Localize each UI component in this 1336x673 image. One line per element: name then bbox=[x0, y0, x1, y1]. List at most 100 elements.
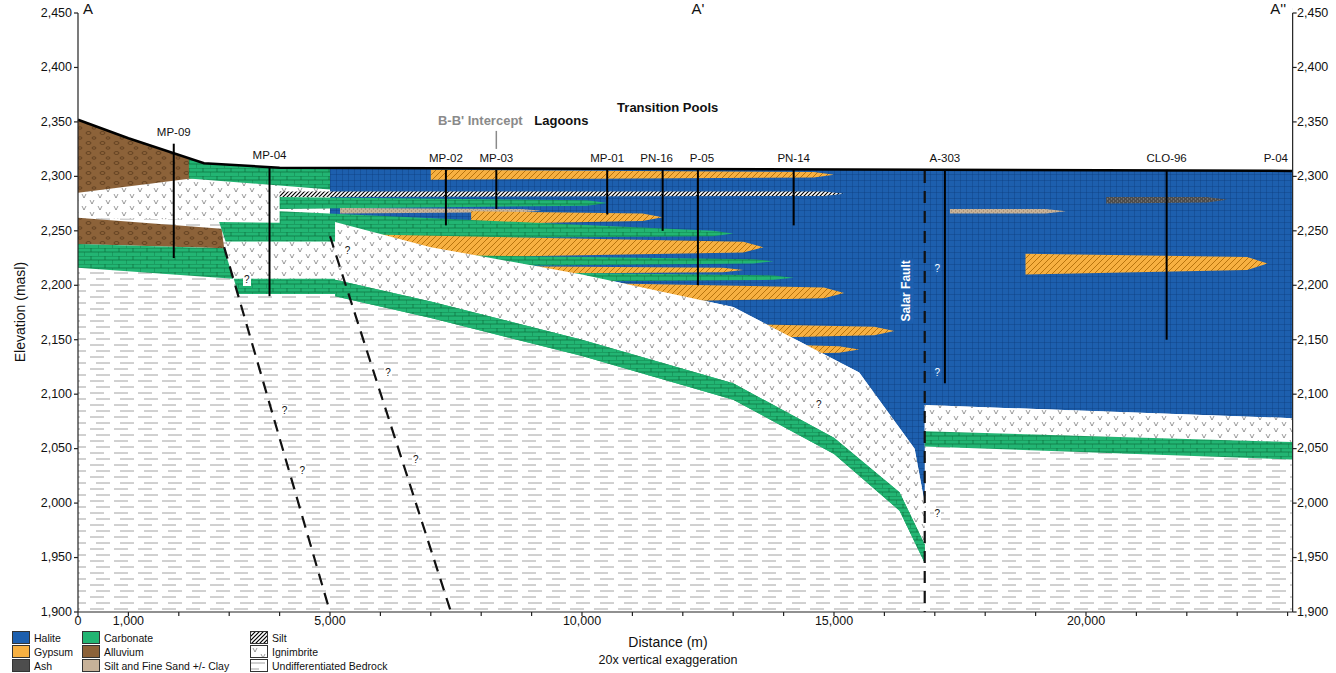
uncertainty-mark: ? bbox=[243, 274, 251, 286]
axis-tick-label: 5,000 bbox=[314, 614, 345, 628]
fault-line bbox=[924, 171, 926, 612]
legend-swatch bbox=[82, 645, 100, 658]
axis-tick-label: 1,900 bbox=[1297, 605, 1328, 619]
axis-tick-label: 2,300 bbox=[41, 169, 72, 183]
legend-item: Ignimbrite bbox=[250, 645, 318, 658]
axis-tick-label: 2,450 bbox=[1297, 6, 1328, 20]
well-label: CLO-96 bbox=[1146, 152, 1186, 165]
uncertainty-mark: ? bbox=[934, 263, 942, 275]
axis-tick-label: 10,000 bbox=[563, 614, 601, 628]
well-line bbox=[445, 170, 447, 226]
axis-tick-label: 2,300 bbox=[1297, 169, 1328, 183]
uncertainty-mark: ? bbox=[934, 367, 942, 379]
axes bbox=[74, 13, 1297, 616]
legend-item: Carbonate bbox=[82, 631, 153, 644]
well-label: P-05 bbox=[690, 152, 714, 165]
legend-item: Silt bbox=[250, 631, 287, 644]
alluvium bbox=[78, 218, 224, 248]
axis-title: Distance (m) bbox=[628, 634, 707, 650]
legend-item: Ash bbox=[12, 659, 52, 672]
axis-tick-label: 2,150 bbox=[41, 333, 72, 347]
legend-text: Gypsum bbox=[34, 646, 73, 658]
legend-swatch bbox=[250, 631, 268, 644]
axis-tick-label: 1,950 bbox=[1297, 550, 1328, 564]
axis-tick-label: 2,200 bbox=[1297, 278, 1328, 292]
well-line bbox=[793, 170, 795, 226]
axis-tick-label: 1,950 bbox=[41, 550, 72, 564]
uncertainty-mark: ? bbox=[934, 508, 942, 520]
carbonate bbox=[925, 431, 1293, 459]
axis-tick-label: 2,000 bbox=[41, 496, 72, 510]
fault-line bbox=[330, 236, 451, 612]
legend-swatch bbox=[250, 659, 268, 672]
uncertainty-mark: ? bbox=[412, 454, 420, 466]
layer-tongue bbox=[431, 170, 834, 180]
layer-tongue bbox=[1026, 254, 1268, 275]
fault-line bbox=[224, 247, 330, 612]
legend-swatch bbox=[12, 659, 30, 672]
feature-label: Lagoons bbox=[534, 114, 588, 129]
legend-swatch bbox=[82, 631, 100, 644]
legend-swatch bbox=[82, 659, 100, 672]
legend-swatch bbox=[12, 645, 30, 658]
uncertainty-mark: ? bbox=[281, 405, 289, 417]
axis-tick-label: 0 bbox=[75, 614, 82, 628]
well-label: PN-16 bbox=[640, 152, 673, 165]
well-label: P-04 bbox=[1264, 152, 1288, 165]
axis-tick-label: 2,250 bbox=[1297, 224, 1328, 238]
uncertainty-mark: ? bbox=[815, 399, 823, 411]
sky bbox=[78, 2, 1293, 171]
well-line bbox=[269, 167, 271, 297]
legend-text: Ignimbrite bbox=[272, 646, 318, 658]
feature-label: Transition Pools bbox=[617, 101, 718, 116]
axis-tick-label: 20,000 bbox=[1067, 614, 1105, 628]
uncertainty-mark: ? bbox=[344, 245, 352, 257]
legend-item: Halite bbox=[12, 631, 61, 644]
layer-tongue bbox=[280, 192, 844, 197]
well-label: MP-09 bbox=[157, 126, 191, 139]
legend-item: Gypsum bbox=[12, 645, 73, 658]
layer-tongue bbox=[280, 197, 608, 209]
axis-title: Elevation (masl) bbox=[12, 262, 28, 362]
well-line bbox=[1166, 170, 1168, 340]
section-label: A bbox=[83, 0, 93, 17]
legend-item: Alluvium bbox=[82, 645, 144, 658]
legend-swatch bbox=[12, 631, 30, 644]
legend-text: Carbonate bbox=[104, 632, 153, 644]
legend-swatch bbox=[250, 645, 268, 658]
carbonate bbox=[335, 280, 925, 563]
section-label: A' bbox=[691, 0, 704, 17]
well-label: MP-04 bbox=[253, 149, 287, 162]
intercept-tick bbox=[496, 131, 498, 149]
legend-text: Silt and Fine Sand +/- Clay bbox=[104, 660, 229, 672]
uncertainty-mark: ? bbox=[384, 367, 392, 379]
scale-note: 20x vertical exaggeration bbox=[599, 653, 738, 667]
well-line bbox=[495, 170, 497, 209]
legend-text: Alluvium bbox=[104, 646, 144, 658]
axis-tick-label: 2,150 bbox=[1297, 333, 1328, 347]
intercept-label: B-B' Intercept bbox=[438, 114, 523, 129]
axis-tick-label: 2,350 bbox=[1297, 115, 1328, 129]
axis-tick-label: 1,900 bbox=[41, 605, 72, 619]
axis-tick-label: 2,000 bbox=[1297, 496, 1328, 510]
well-line bbox=[173, 144, 175, 258]
well-label: MP-03 bbox=[479, 152, 513, 165]
carbonate bbox=[335, 280, 925, 563]
fault-label: Salar Fault bbox=[900, 258, 914, 323]
ignimbrite bbox=[335, 222, 925, 544]
well-line bbox=[944, 170, 946, 383]
legend-text: Undifferentiated Bedrock bbox=[272, 660, 387, 672]
axis-tick-label: 1,000 bbox=[113, 614, 144, 628]
well-label: A-303 bbox=[930, 152, 961, 165]
well-line bbox=[662, 170, 664, 231]
uncertainty-mark: ? bbox=[298, 465, 306, 477]
carbonate bbox=[78, 244, 233, 279]
axis-tick-label: 2,200 bbox=[41, 278, 72, 292]
axis-tick-label: 2,400 bbox=[1297, 60, 1328, 74]
well-label: MP-01 bbox=[590, 152, 624, 165]
axis-tick-label: 2,100 bbox=[41, 387, 72, 401]
well-label: PN-14 bbox=[777, 152, 810, 165]
legend-text: Ash bbox=[34, 660, 52, 672]
legend-text: Silt bbox=[272, 632, 287, 644]
legend-item: Silt and Fine Sand +/- Clay bbox=[82, 659, 229, 672]
